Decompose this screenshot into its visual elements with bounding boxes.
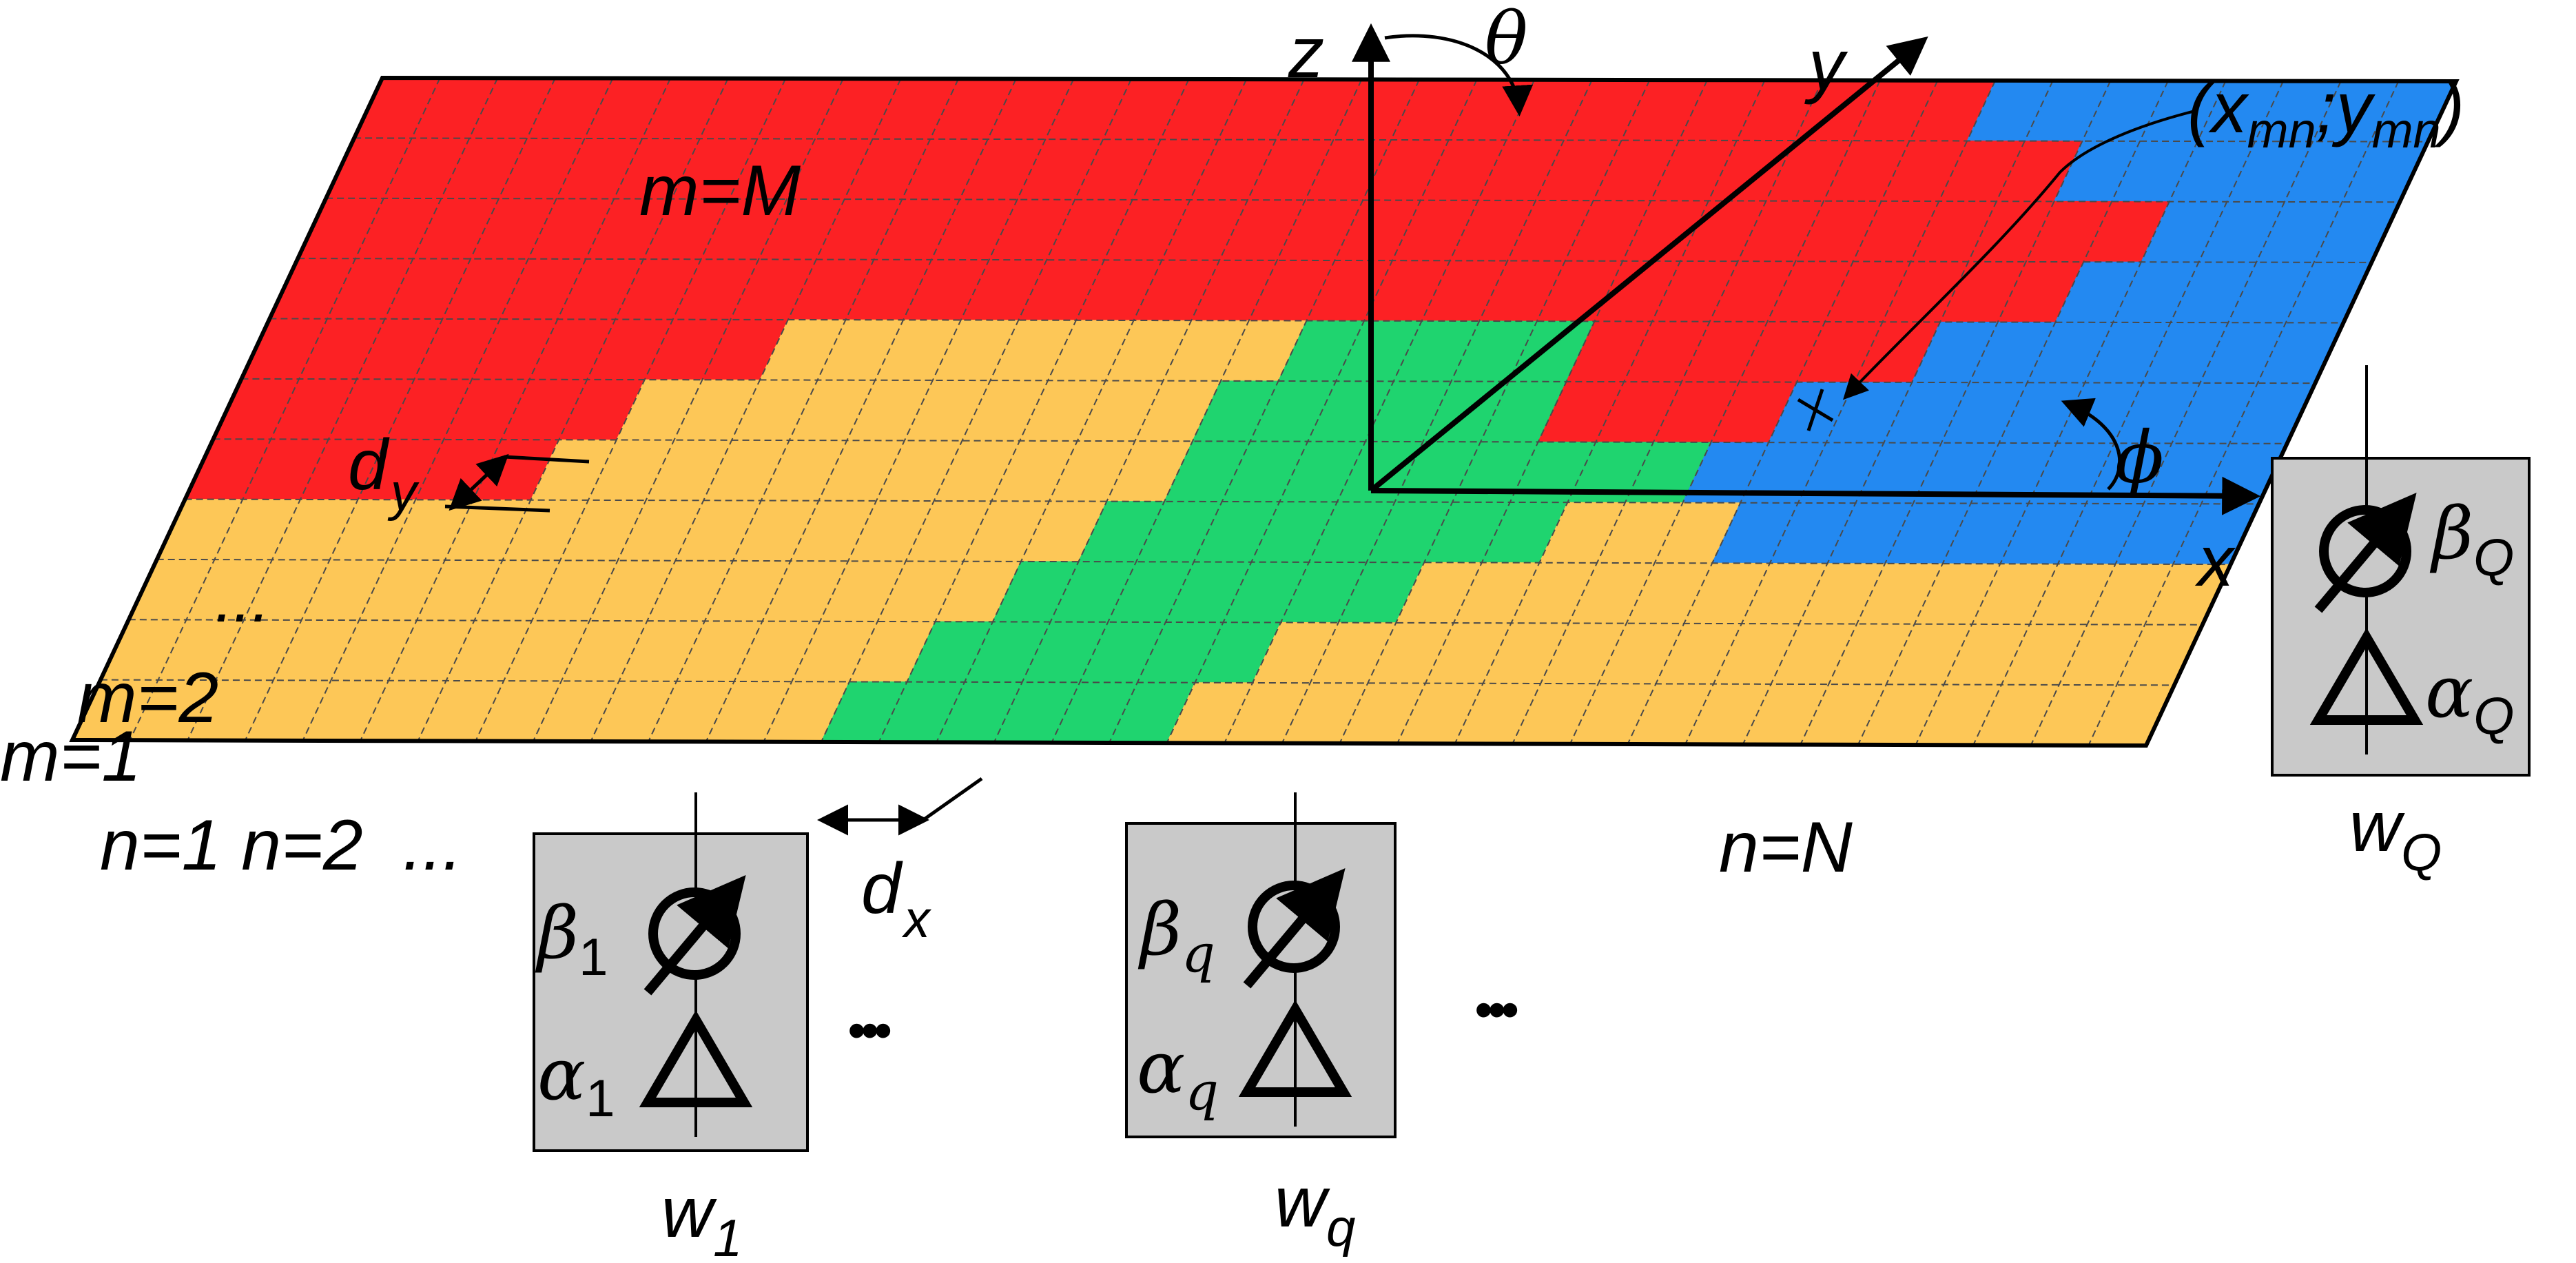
element-position-marker xyxy=(1797,389,1834,431)
label-axis-z: z xyxy=(1288,13,1324,93)
label-m-top: m=M xyxy=(639,151,801,231)
module-Q: βQ αQ wQ xyxy=(2271,365,2531,882)
label-axis-y: y xyxy=(1804,25,1848,105)
module-q-beta: βq xyxy=(1137,887,1215,984)
module-1-beta: β1 xyxy=(535,891,608,987)
grid-col-line xyxy=(1109,79,1420,743)
amplifier-icon xyxy=(639,1010,753,1107)
amplifier-icon xyxy=(1238,1000,1352,1097)
label-n-right: n=N xyxy=(1719,808,1853,887)
grid-col-line xyxy=(763,79,1075,743)
grid-col-line xyxy=(302,78,614,741)
point-pointer-arrow xyxy=(1843,109,2198,400)
grid-col-line xyxy=(1454,79,1766,744)
grid-col-line xyxy=(1857,80,2169,746)
grid-col-line xyxy=(1224,79,1536,743)
label-m-2: m=2 xyxy=(77,658,218,738)
amplifier-icon xyxy=(2309,628,2424,725)
grid-col-line xyxy=(360,78,671,741)
label-dx: dx xyxy=(861,849,932,949)
grid-col-line xyxy=(936,79,1248,743)
module-1-alpha: α1 xyxy=(537,1032,615,1128)
ellipsis-between-1-q: ••• xyxy=(847,1003,890,1058)
grid-col-line xyxy=(1512,80,1824,744)
module-Q-weight: wQ xyxy=(2349,787,2442,882)
ellipsis-between-q-Q: ••• xyxy=(1474,983,1517,1038)
grid-col-line xyxy=(1166,79,1478,743)
array-outline xyxy=(69,75,2460,748)
label-axis-x: x xyxy=(2194,522,2236,602)
module-q-box xyxy=(1125,822,1397,1138)
grid-col-line xyxy=(2088,81,2400,746)
module-1-weight: w1 xyxy=(661,1173,742,1263)
grid-col-line xyxy=(648,78,960,742)
label-n-left: n=1 n=2 ... xyxy=(100,805,462,885)
y-axis xyxy=(1369,36,1928,493)
coordinate-axes xyxy=(1352,23,2261,515)
grid-col-line xyxy=(1684,80,1997,745)
grid-col-line xyxy=(129,77,441,741)
label-dy: dy xyxy=(348,425,420,522)
module-Q-alpha: αQ xyxy=(2425,650,2514,746)
grid-col-line xyxy=(1569,80,1881,745)
dy-spacing-indicator xyxy=(444,453,590,513)
dx-spacing-indicator xyxy=(817,777,983,836)
theta-arrow xyxy=(1384,34,1534,116)
label-element-position: (xmn;ymn) xyxy=(2187,68,2464,158)
grid-col-line xyxy=(187,77,499,741)
grid-col-line xyxy=(532,78,844,742)
module-q-alpha: αq xyxy=(1137,1025,1219,1122)
grid-col-line xyxy=(1800,80,2112,746)
label-phi: ϕ xyxy=(2115,415,2164,500)
label-m-1: m=1 xyxy=(0,717,141,797)
grid-col-line xyxy=(2030,81,2342,746)
grid-col-line xyxy=(705,79,1017,742)
label-theta: θ xyxy=(1485,0,1528,81)
grid-col-line xyxy=(475,78,787,741)
grid-col-line xyxy=(1742,80,2054,745)
grid-col-line xyxy=(244,77,556,741)
module-q: βq αq wq xyxy=(1125,792,1397,1257)
grid-col-line xyxy=(1339,79,1651,744)
grid-col-line xyxy=(993,79,1305,743)
grid-lines xyxy=(100,77,2429,746)
grid-col-line xyxy=(878,79,1190,743)
grid-col-line xyxy=(821,79,1132,743)
grid-col-line xyxy=(417,78,729,741)
grid-col-line xyxy=(1281,79,1593,744)
x-axis xyxy=(1370,476,2261,515)
grid-col-line xyxy=(1627,80,1939,745)
module-Q-beta: βQ xyxy=(2429,491,2514,587)
phi-arrow xyxy=(2061,398,2122,491)
grid-col-line xyxy=(1051,79,1363,743)
label-m-dots: ... xyxy=(215,562,270,636)
grid-col-line xyxy=(590,78,902,742)
grid-col-line xyxy=(1972,81,2285,746)
module-q-weight: wq xyxy=(1275,1162,1355,1257)
grid-col-line xyxy=(1397,79,1708,744)
module-1: β1 α1 w1 xyxy=(533,792,809,1263)
